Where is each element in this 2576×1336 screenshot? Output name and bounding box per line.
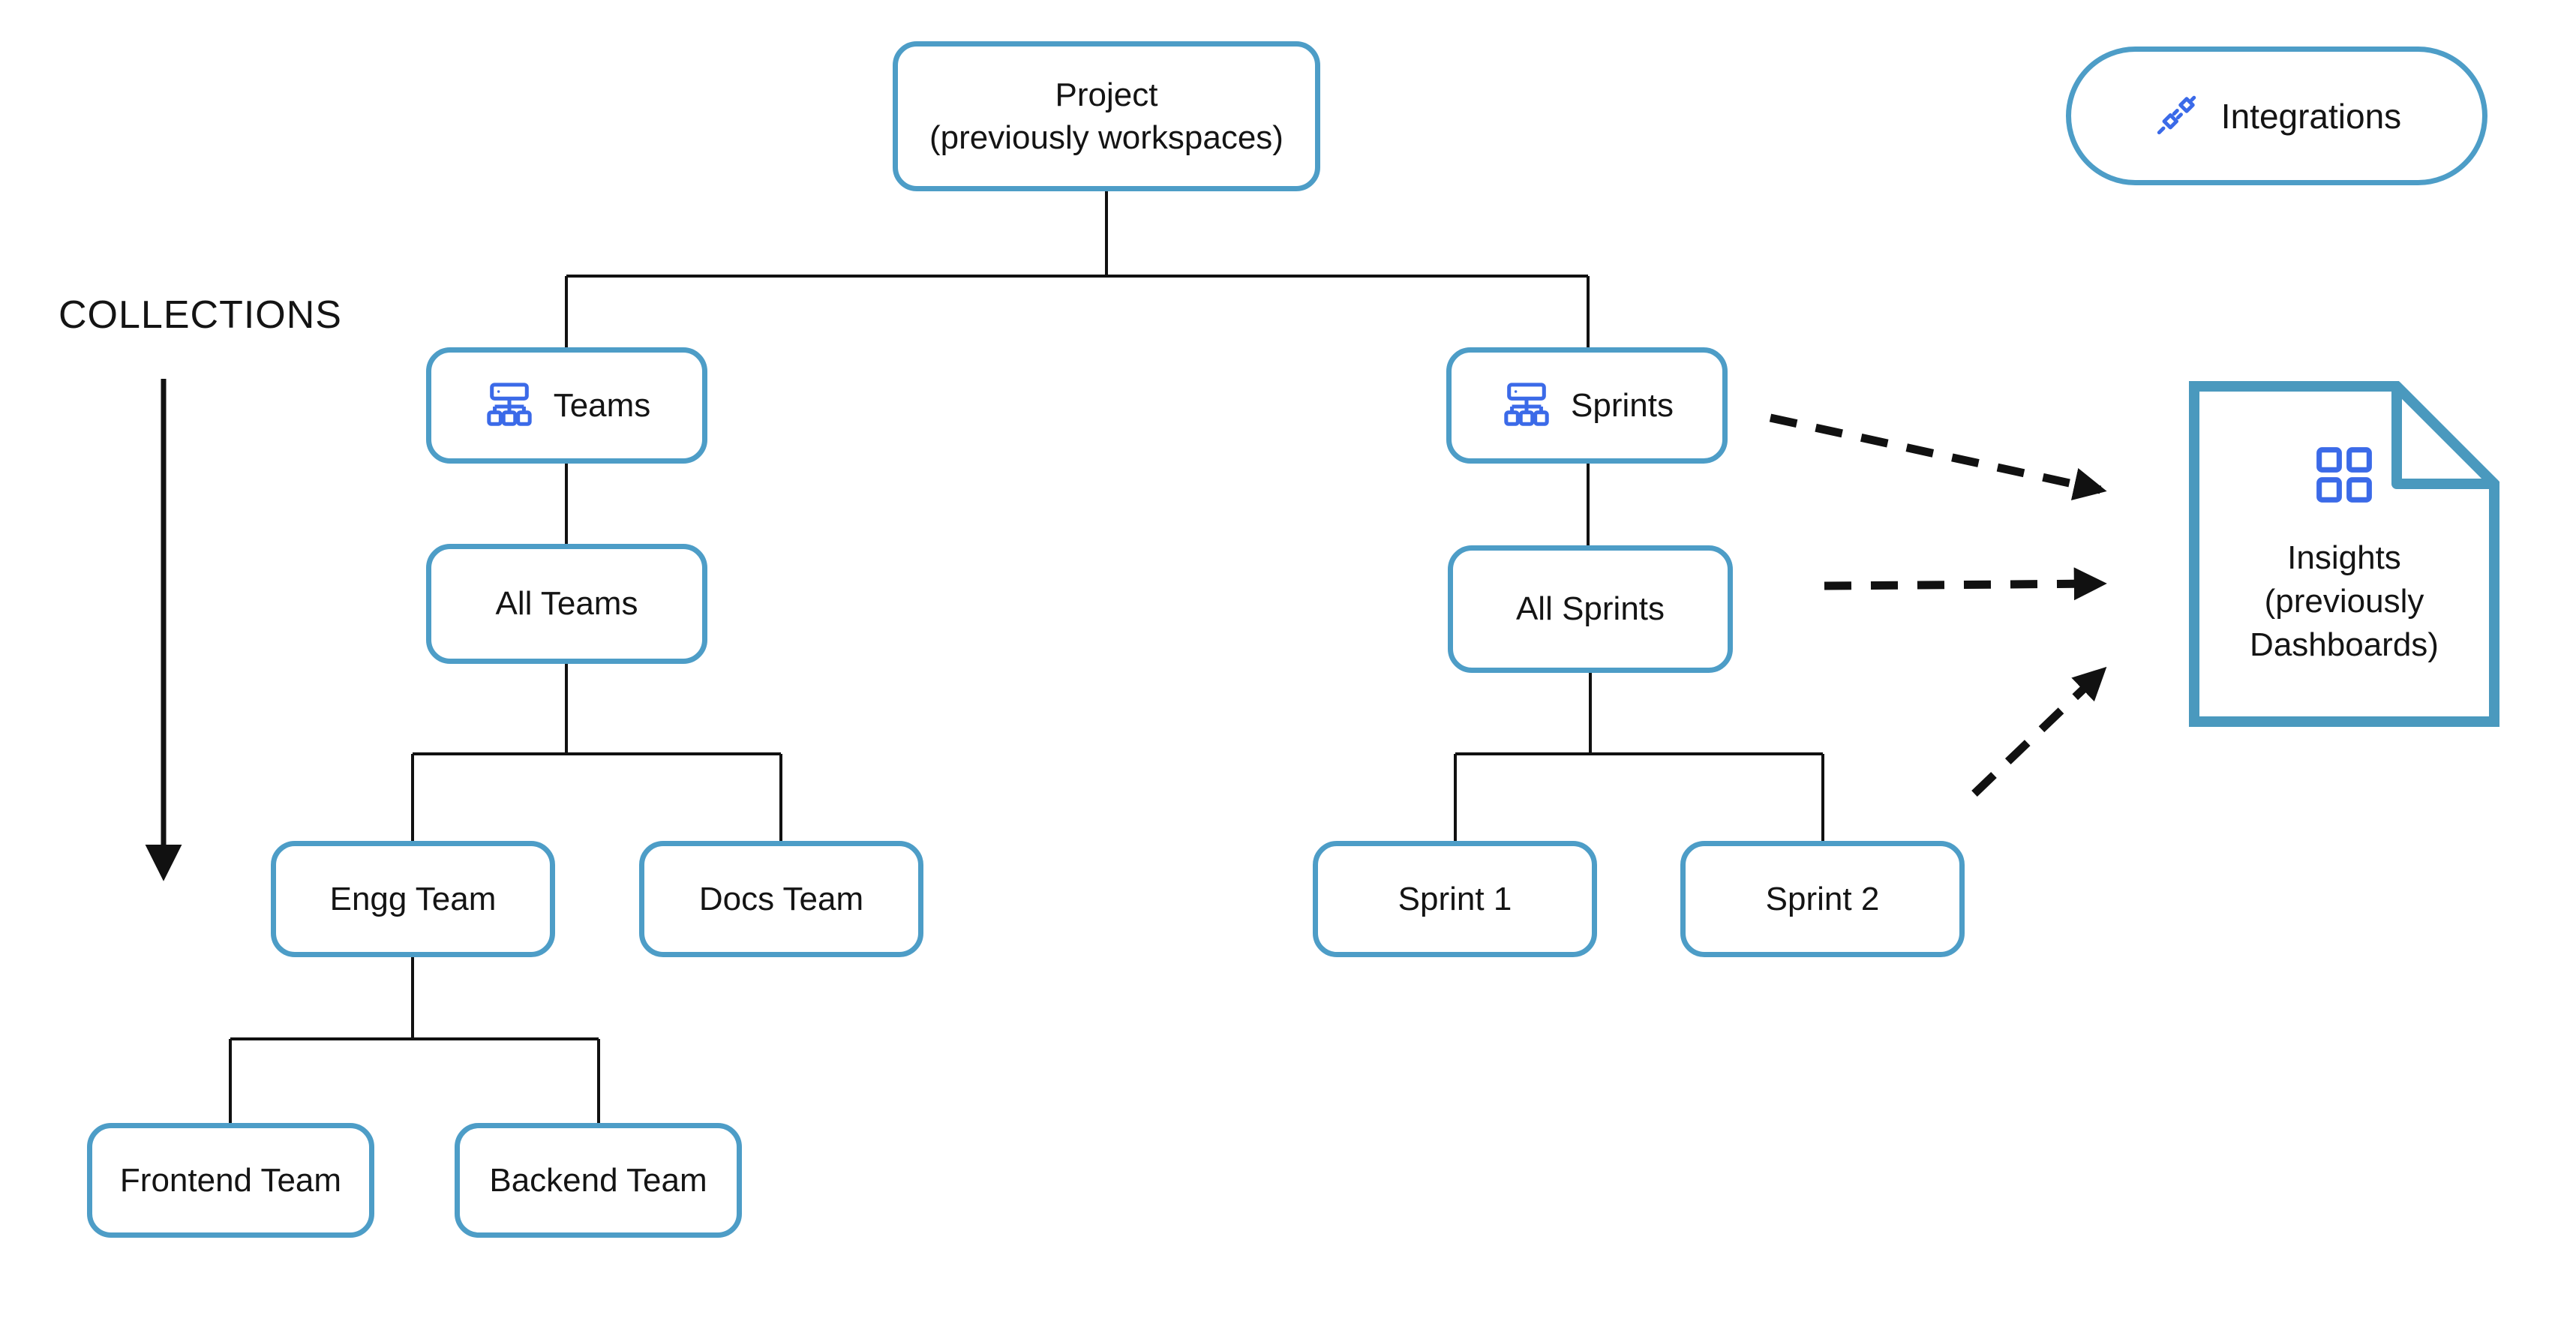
node-all-sprints: All Sprints (1448, 545, 1733, 673)
node-project: Project (previously workspaces) (893, 41, 1320, 191)
node-teams-label: Teams (553, 386, 651, 424)
plug-connection-icon (2157, 95, 2196, 134)
node-sprint-2-label: Sprint 2 (1765, 880, 1880, 917)
node-docs-team: Docs Team (639, 841, 923, 957)
insights-document: Insights (previously Dashboards) (2194, 386, 2494, 722)
insights-label-line1: Insights (2287, 539, 2401, 576)
insights-label-line3: Dashboards) (2250, 626, 2439, 664)
node-project-label: Project (1055, 76, 1158, 113)
node-docs-team-label: Docs Team (698, 880, 864, 917)
node-all-teams-label: All Teams (495, 585, 638, 623)
insights-label-line2: (previously (2264, 583, 2424, 620)
node-backend-team-label: Backend Team (489, 1161, 707, 1199)
org-chart-icon (487, 382, 532, 426)
integrations-pill: Integrations (2066, 47, 2487, 185)
node-sprint-1-label: Sprint 1 (1398, 880, 1512, 917)
node-project-sublabel: (previously workspaces) (929, 119, 1283, 156)
node-all-sprints-label: All Sprints (1515, 590, 1665, 628)
document-fold-corner (2391, 381, 2499, 489)
tree-connectors (229, 191, 1824, 1123)
collections-label: COLLECTIONS (59, 293, 342, 337)
node-sprints: Sprints (1446, 347, 1728, 464)
node-teams: Teams (426, 347, 707, 464)
node-frontend-team-label: Frontend Team (119, 1161, 342, 1199)
node-sprints-label: Sprints (1571, 386, 1674, 424)
node-engg-team-label: Engg Team (329, 880, 497, 917)
node-all-teams: All Teams (426, 544, 707, 664)
dashboard-grid-icon (2316, 447, 2372, 503)
arrow-sprintlevel-to-insights (1971, 666, 2107, 797)
dashed-arrows (1769, 413, 2107, 797)
insights-document-shape (2189, 381, 2499, 727)
integrations-label: Integrations (2220, 96, 2402, 136)
org-chart-icon (1504, 382, 1549, 426)
node-frontend-team: Frontend Team (87, 1123, 374, 1238)
node-sprint-2: Sprint 2 (1680, 841, 1965, 957)
node-backend-team: Backend Team (455, 1123, 742, 1238)
arrow-sprints-to-insights (1769, 413, 2107, 500)
node-engg-team: Engg Team (271, 841, 555, 957)
arrow-allsprints-to-insights (1824, 567, 2107, 601)
node-sprint-1: Sprint 1 (1313, 841, 1597, 957)
